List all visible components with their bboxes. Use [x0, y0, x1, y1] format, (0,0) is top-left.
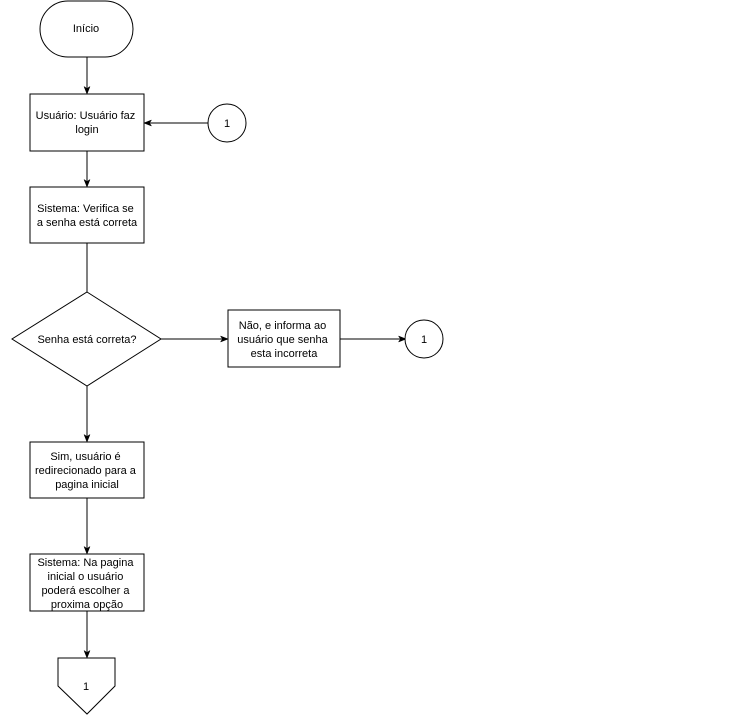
- home-line: Sistema: Na pagina: [37, 557, 134, 569]
- start-label: Início: [73, 23, 99, 35]
- connector-to-login: 1: [207, 103, 247, 143]
- no-branch-line: esta incorreta: [251, 348, 319, 360]
- no-branch-line: usuário que senha: [237, 334, 328, 346]
- verify-label: Sistema: Verifica se a senha está corret…: [37, 203, 138, 229]
- home-line: proxima opção: [51, 599, 123, 611]
- decision-diamond: Senha está correta?: [11, 291, 162, 387]
- offpage-label: 1: [83, 681, 89, 693]
- yes-branch-line: pagina inicial: [55, 479, 119, 491]
- login-label: Usuário: Usuário faz login: [36, 110, 139, 136]
- verify-line: Sistema: Verifica se: [37, 203, 134, 215]
- no-branch-label: Não, e informa ao usuário que senha esta…: [237, 320, 331, 360]
- yes-branch-line: redirecionado para a: [35, 465, 137, 477]
- verify-line: a senha está correta: [37, 217, 138, 229]
- login-process: Usuário: Usuário faz login: [29, 93, 145, 152]
- home-label: Sistema: Na pagina inicial o usuário pod…: [37, 557, 136, 611]
- home-line: inicial o usuário: [48, 571, 124, 583]
- offpage-connector: 1: [57, 657, 116, 715]
- login-line: Usuário: Usuário faz: [36, 110, 136, 122]
- home-line: poderá escolher a: [41, 585, 130, 597]
- yes-branch-process: Sim, usuário é redirecionado para a pagi…: [29, 441, 145, 499]
- no-branch-process: Não, e informa ao usuário que senha esta…: [227, 309, 341, 368]
- home-process: Sistema: Na pagina inicial o usuário pod…: [29, 553, 145, 612]
- yes-branch-label: Sim, usuário é redirecionado para a pagi…: [35, 451, 139, 491]
- no-branch-line: Não, e informa ao: [239, 320, 326, 332]
- verify-process: Sistema: Verifica se a senha está corret…: [29, 186, 145, 244]
- connector-no-label: 1: [421, 334, 427, 346]
- edges: [87, 57, 405, 657]
- login-line: login: [75, 124, 98, 136]
- start-terminator: Início: [39, 0, 134, 58]
- connector-login-label: 1: [224, 118, 230, 130]
- yes-branch-line: Sim, usuário é: [50, 451, 120, 463]
- connector-after-no: 1: [404, 319, 444, 359]
- decision-label: Senha está correta?: [37, 334, 136, 346]
